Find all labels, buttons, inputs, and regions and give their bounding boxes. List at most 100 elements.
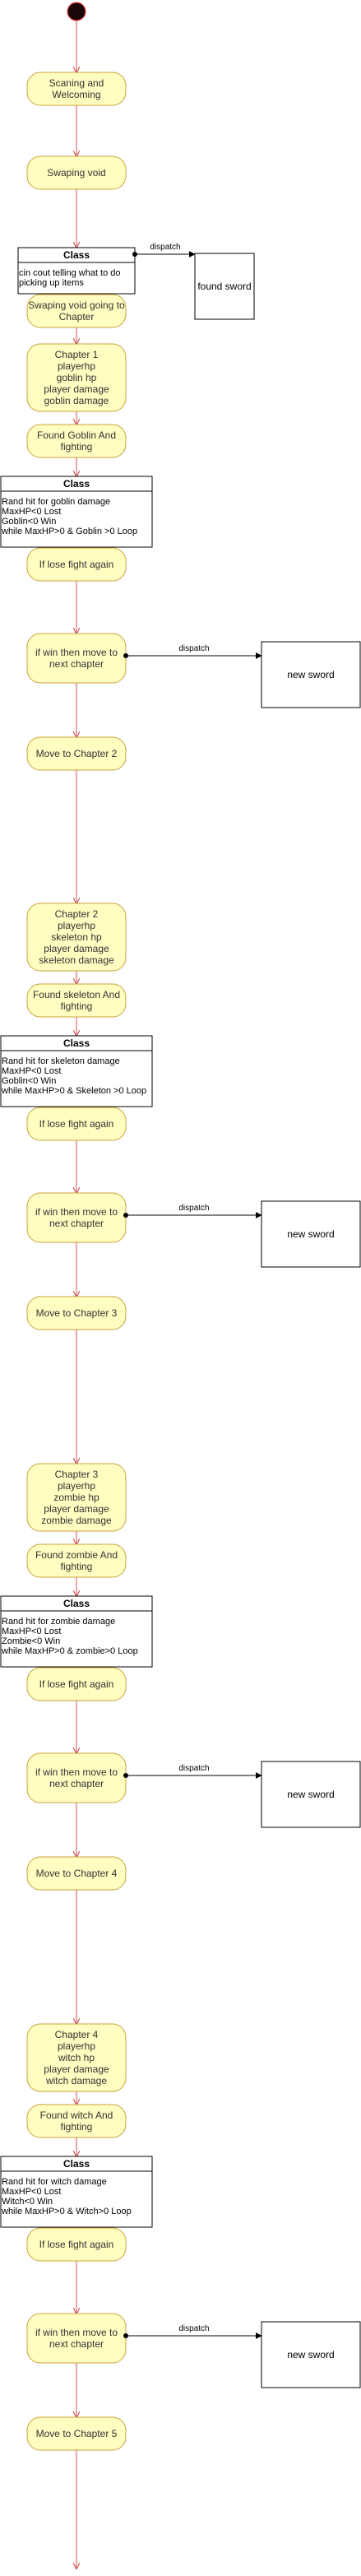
state-box bbox=[26, 155, 127, 190]
state-box bbox=[26, 2227, 127, 2262]
state-swaping_void[interactable]: Swaping void bbox=[26, 155, 127, 190]
sword-label: found sword bbox=[197, 281, 251, 292]
state-label: fighting bbox=[61, 441, 93, 453]
state-label: Welcoming bbox=[52, 89, 100, 100]
state-label: Move to Chapter 5 bbox=[36, 2428, 118, 2439]
class-line: while MaxHP>0 & Skeleton >0 Loop bbox=[1, 1086, 146, 1096]
state-lose2[interactable]: If lose fight again bbox=[26, 1107, 127, 1141]
state-label: if win then move to bbox=[35, 647, 118, 658]
state-box bbox=[26, 1463, 127, 1532]
state-box bbox=[26, 547, 127, 582]
class-line: Rand hit for skeleton damage bbox=[2, 1056, 120, 1066]
state-label: If lose fight again bbox=[39, 559, 114, 570]
sword-box-new_sword_4[interactable]: new sword bbox=[261, 2321, 361, 2388]
class-line: Rand hit for zombie damage bbox=[2, 1617, 115, 1627]
state-label: next chapter bbox=[49, 2338, 104, 2350]
state-label: Move to Chapter 4 bbox=[36, 1868, 118, 1879]
class-line: Zombie<0 Win bbox=[2, 1636, 60, 1646]
dispatch-label: dispatch bbox=[178, 644, 209, 653]
state-label: Swaping void bbox=[47, 167, 105, 179]
state-label: goblin hp bbox=[57, 372, 97, 383]
state-box bbox=[26, 2416, 127, 2451]
state-label: fighting bbox=[61, 1000, 93, 1012]
class-line: cin cout telling what to do bbox=[19, 268, 121, 278]
state-move5[interactable]: Move to Chapter 5 bbox=[26, 2416, 127, 2451]
state-box bbox=[26, 2104, 127, 2138]
dispatch-dot bbox=[123, 653, 128, 658]
state-label: witch hp bbox=[58, 2052, 95, 2063]
sword-box-new_sword_2[interactable]: new sword bbox=[261, 1200, 361, 1268]
sword-frame bbox=[194, 253, 255, 320]
state-box bbox=[26, 343, 127, 412]
transitions bbox=[76, 21, 262, 2569]
class-line: while MaxHP>0 & Goblin >0 Loop bbox=[1, 527, 137, 536]
sword-frame bbox=[261, 641, 361, 708]
class-line: Goblin<0 Win bbox=[2, 517, 56, 527]
class-line: Goblin<0 Win bbox=[2, 1076, 56, 1086]
dispatch-dot bbox=[123, 1213, 128, 1218]
state-label: Chapter 2 bbox=[55, 908, 99, 920]
sword-label: new sword bbox=[287, 669, 334, 680]
class-frame bbox=[0, 476, 153, 548]
class-title: Class bbox=[63, 1037, 90, 1049]
state-label: if win then move to bbox=[35, 1206, 118, 1218]
state-box bbox=[26, 736, 127, 771]
class-line: picking up items bbox=[19, 278, 84, 288]
dispatch-label: dispatch bbox=[178, 1764, 209, 1773]
dispatch-dot bbox=[132, 252, 137, 257]
dispatch-label: dispatch bbox=[178, 1204, 209, 1213]
sword-frame bbox=[261, 2321, 361, 2388]
state-move2[interactable]: Move to Chapter 2 bbox=[26, 736, 127, 771]
state-label: playerhp bbox=[58, 920, 95, 931]
state-label: player damage bbox=[44, 383, 109, 395]
class-title: Class bbox=[63, 478, 90, 490]
state-label: If lose fight again bbox=[39, 1678, 114, 1690]
sword-box-found_sword[interactable]: found sword bbox=[194, 253, 255, 320]
class-line: Rand hit for goblin damage bbox=[2, 497, 110, 507]
sword-label: new sword bbox=[287, 1789, 334, 1800]
state-label: next chapter bbox=[49, 1218, 104, 1229]
class-line: Witch<0 Win bbox=[2, 2197, 53, 2207]
state-box bbox=[26, 1296, 127, 1330]
state-lose4[interactable]: If lose fight again bbox=[26, 2227, 127, 2262]
state-label: zombie damage bbox=[41, 1515, 112, 1526]
state-label: player damage bbox=[44, 2063, 109, 2075]
class-frame bbox=[17, 247, 136, 295]
state-box bbox=[26, 72, 127, 106]
state-move4[interactable]: Move to Chapter 4 bbox=[26, 1856, 127, 1891]
state-label: Swaping void going to bbox=[28, 299, 125, 311]
state-box bbox=[26, 1107, 127, 1141]
class-line: MaxHP<0 Lost bbox=[2, 507, 61, 517]
sword-box-new_sword_1[interactable]: new sword bbox=[261, 641, 361, 708]
state-lose1[interactable]: If lose fight again bbox=[26, 547, 127, 582]
state-lose3[interactable]: If lose fight again bbox=[26, 1667, 127, 1701]
class-line: Rand hit for witch damage bbox=[2, 2177, 107, 2187]
sword-box-new_sword_3[interactable]: new sword bbox=[261, 1761, 361, 1828]
sword-frame bbox=[261, 1761, 361, 1828]
state-label: Found skeleton And bbox=[33, 989, 120, 1000]
dispatch-label: dispatch bbox=[178, 2324, 209, 2333]
class-line: while MaxHP>0 & Witch>0 Loop bbox=[1, 2207, 132, 2216]
state-move3[interactable]: Move to Chapter 3 bbox=[26, 1296, 127, 1330]
class-title: Class bbox=[63, 2158, 90, 2170]
